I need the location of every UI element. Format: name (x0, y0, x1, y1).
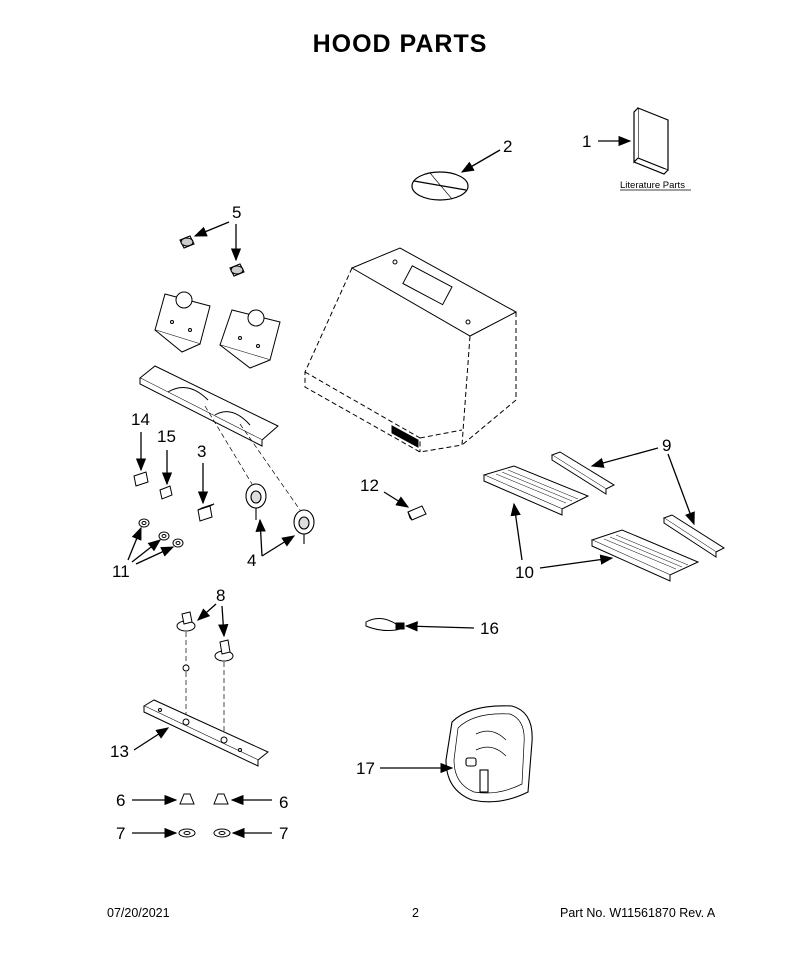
leader-4b (261, 535, 296, 557)
socket-c (172, 538, 184, 548)
damper-disc (411, 171, 469, 201)
grease-filter-a (482, 465, 590, 516)
callout-2: 2 (503, 137, 512, 156)
leader-5a (193, 221, 230, 237)
leader-11b (131, 539, 162, 563)
socket-b (158, 531, 170, 541)
knob-right (229, 263, 245, 277)
callout-4: 4 (247, 551, 256, 570)
lamp-housing-a (245, 483, 267, 520)
light-channel (142, 699, 269, 767)
leader-13 (133, 727, 170, 751)
callout-7-left: 7 (116, 824, 125, 843)
ring-b (213, 828, 231, 838)
literature-parts-label: Literature Parts (620, 180, 685, 191)
socket-a (138, 518, 150, 528)
knob-left (179, 235, 195, 249)
part-12-clip (407, 505, 427, 521)
lamp-assembly-a (176, 611, 196, 632)
callout-13: 13 (110, 742, 129, 761)
callout-16: 16 (480, 619, 499, 638)
callout-7-right: 7 (279, 824, 288, 843)
filter-rail-upper (550, 451, 616, 495)
cap-a (179, 793, 195, 805)
callout-6-left: 6 (116, 791, 125, 810)
callout-8: 8 (216, 586, 225, 605)
part-15-block (159, 485, 173, 500)
hardware-bag (445, 705, 533, 803)
mounting-plate (139, 365, 279, 447)
leader-4a (255, 518, 266, 557)
leader-2 (460, 149, 501, 173)
leader-10b (539, 554, 614, 569)
callout-1: 1 (582, 132, 591, 151)
callout-10: 10 (515, 563, 534, 582)
leader-8b (218, 605, 229, 638)
callout-3: 3 (197, 442, 206, 461)
blower-housing-right (219, 309, 281, 369)
leader-8a (197, 603, 217, 621)
leader-11c (135, 546, 175, 565)
page-title: HOOD PARTS (312, 30, 488, 58)
leader-9a (590, 447, 659, 468)
callout-11: 11 (112, 562, 130, 581)
hood-body (304, 247, 518, 453)
callout-6-right: 6 (279, 793, 288, 812)
leader-9b (667, 453, 695, 526)
wire-harness (365, 618, 406, 631)
blower-housing-left (154, 291, 211, 353)
leader-11a (127, 526, 142, 561)
leader-12 (383, 491, 410, 508)
wire-4a (204, 405, 253, 485)
callout-14: 14 (131, 410, 150, 429)
cap-b (213, 793, 229, 805)
part-3-block (197, 503, 215, 522)
filter-rail-lower (662, 514, 726, 558)
grease-filter-b (590, 529, 700, 582)
ring-a (178, 828, 196, 838)
callout-12: 12 (360, 476, 379, 495)
leader-10a (510, 502, 523, 561)
callout-9: 9 (662, 436, 671, 455)
footer-part-number: Part No. W11561870 Rev. A (560, 906, 716, 920)
footer-page-number: 2 (412, 906, 419, 920)
wire-4b (239, 423, 301, 511)
lamp-housing-b (293, 509, 315, 544)
literature-book (633, 107, 669, 175)
lamp-assembly-b (214, 639, 234, 662)
footer-date: 07/20/2021 (107, 906, 170, 920)
callout-5: 5 (232, 203, 241, 222)
leader-16 (404, 621, 475, 632)
part-14-block (133, 471, 149, 487)
fastener (182, 664, 190, 672)
callout-17: 17 (356, 759, 375, 778)
callout-15: 15 (157, 427, 176, 446)
